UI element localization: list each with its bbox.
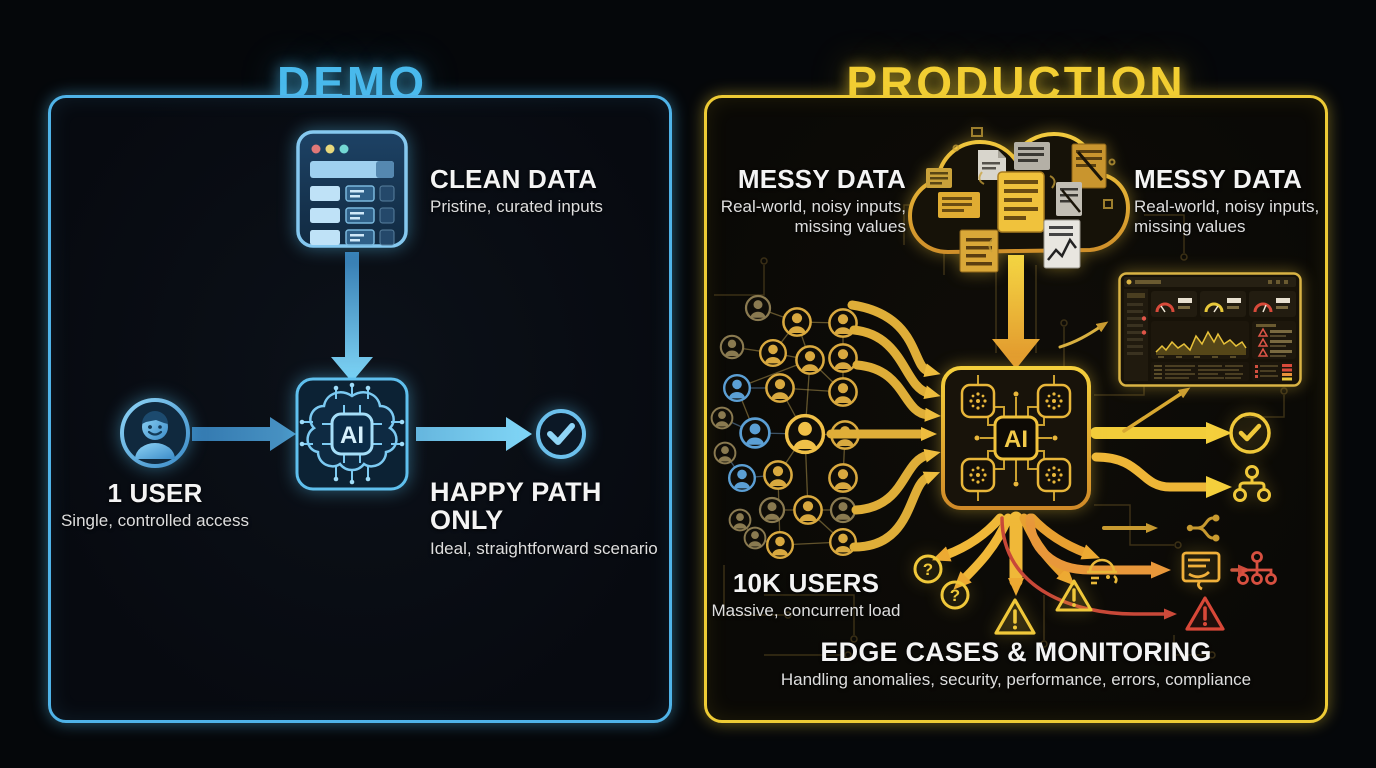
single-user-avatar-icon	[120, 398, 190, 468]
demo-flow-arrows	[192, 252, 532, 451]
circuit-traces	[714, 201, 1288, 659]
production-ai-chip-label: AI	[1004, 426, 1028, 453]
branch-split-icon	[1186, 514, 1220, 542]
dashboard-timeseries-chart	[1151, 321, 1249, 359]
arrow-user-to-ai	[192, 417, 296, 451]
arrow-cleandata-to-ai	[331, 252, 373, 382]
clean-data-heading: CLEAN DATA	[430, 164, 598, 194]
edge-cases-heading: EDGE CASES & MONITORING	[820, 637, 1212, 667]
messy-data-left-subheading: Real-world, noisy inputs, missing values	[720, 197, 906, 236]
warning-icon-right	[1055, 579, 1093, 612]
error-hierarchy-icon	[1237, 551, 1277, 585]
happy-path-label: HAPPY PATH ONLY Ideal, straightforward s…	[430, 478, 670, 558]
chip-corner-dots	[969, 392, 1063, 484]
arrows-ai-to-monitoring	[1000, 321, 1251, 620]
document-gray-right	[1056, 182, 1082, 216]
one-user-subheading: Single, controlled access	[60, 511, 250, 531]
ten-k-users-heading: 10K USERS	[732, 568, 880, 598]
document-chart-white	[1043, 219, 1081, 269]
user-network-avatars	[710, 294, 860, 559]
hierarchy-icon	[1233, 465, 1271, 502]
clean-data-subheading: Pristine, curated inputs	[430, 197, 603, 217]
dashboard-gauges	[1151, 291, 1296, 317]
demo-ai-chip-icon: AI	[295, 377, 409, 491]
document-bottom-left	[959, 229, 999, 273]
dashboard-sidebar	[1124, 289, 1148, 381]
cloud-connectors	[952, 127, 1116, 253]
document-yellow-left	[938, 192, 980, 218]
demo-ai-chip-label: AI	[340, 422, 364, 449]
document-yellow-center	[997, 171, 1045, 233]
table-rows	[310, 185, 395, 246]
chip-traces	[977, 375, 1055, 501]
messy-data-cloud-icon	[907, 127, 1131, 273]
arrows-ai-to-edge-cases	[931, 511, 1101, 596]
messy-data-left-heading: MESSY DATA	[737, 164, 906, 194]
document-orange-right	[1071, 143, 1107, 189]
ten-k-users-label: 10K USERS Massive, concurrent load	[686, 568, 926, 621]
dashboard-status-list	[1252, 362, 1296, 381]
clean-data-label: CLEAN DATA Pristine, curated inputs	[430, 164, 660, 217]
process-document-icon	[1181, 551, 1221, 591]
question-icon-1: ?	[913, 554, 943, 584]
arrow-ai-to-check	[416, 417, 532, 451]
document-gray-top	[1014, 142, 1050, 170]
success-check-icon	[1229, 412, 1271, 454]
one-user-label: 1 USER Single, controlled access	[35, 478, 275, 531]
dashboard-alerts	[1252, 321, 1296, 359]
messy-data-right-subheading: Real-world, noisy inputs, missing values	[1134, 197, 1320, 236]
anomaly-user-icon	[1087, 558, 1118, 585]
dashboard-table	[1151, 362, 1249, 381]
arrow-messydata-to-ai	[992, 255, 1040, 369]
edge-cases-label: EDGE CASES & MONITORING Handling anomali…	[766, 638, 1266, 690]
dashboard-topbar	[1124, 277, 1296, 287]
happy-path-check-icon	[536, 409, 586, 459]
happy-path-heading: HAPPY PATH ONLY	[430, 477, 602, 536]
production-ai-chip-icon: AI	[941, 366, 1091, 510]
warning-icon-center	[994, 598, 1036, 635]
monitoring-dashboard	[1118, 272, 1302, 387]
svg-text:?: ?	[923, 560, 933, 579]
document-small-left	[926, 168, 952, 188]
production-flow-overlay	[710, 201, 1288, 659]
ten-k-users-subheading: Massive, concurrent load	[711, 601, 901, 621]
messy-data-left-label: MESSY DATA Real-world, noisy inputs, mis…	[716, 164, 906, 236]
question-icon-2: ?	[940, 580, 970, 610]
happy-path-subheading: Ideal, straightforward scenario	[430, 538, 658, 558]
messy-data-right-label: MESSY DATA Real-world, noisy inputs, mis…	[1134, 164, 1334, 236]
critical-warning-icon	[1185, 596, 1225, 631]
messy-data-right-heading: MESSY DATA	[1134, 164, 1303, 194]
edge-cases-subheading: Handling anomalies, security, performanc…	[780, 670, 1252, 690]
arrows-users-to-ai	[826, 300, 941, 552]
svg-text:?: ?	[950, 586, 960, 605]
clean-data-table-icon	[296, 130, 408, 248]
one-user-heading: 1 USER	[107, 478, 203, 508]
